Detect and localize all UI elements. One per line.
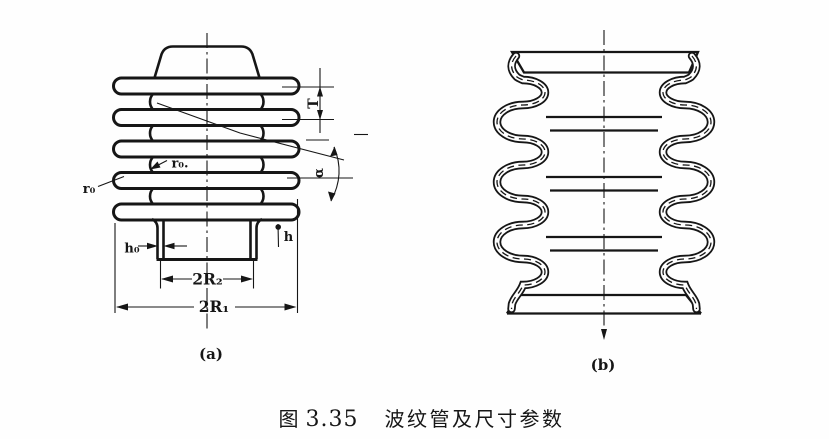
dim-alpha-assembly: α [156,102,353,202]
panel-b-right-wall-band [658,51,716,314]
figure-caption-prefix: 图 [278,407,299,431]
panel-a-dimension-annotations: T α r₀. r₀ [83,68,368,316]
dim-label-h0: h₀ [124,242,139,257]
figure-caption-number: 3.35 [305,407,359,432]
dim-R2-assembly: 2R₂ [159,261,255,289]
panel-b-label: (b) [591,356,616,374]
dim-R1-assembly: 2R₁ [114,199,299,316]
dim-h-assembly: h [275,223,294,248]
dim-label-R1: 2R₁ [199,297,229,316]
dim-h0-assembly: h₀ [124,242,187,257]
dim-label-r0-inner: r₀. [171,157,188,172]
dim-label-h: h [284,230,294,245]
dim-label-r0-outer: r₀ [83,182,96,197]
panel-a-label: (a) [199,345,223,363]
dim-r0-outer-assembly: r₀ [83,175,125,197]
panel-a-crest-folds [112,76,301,222]
dim-T-assembly: T [282,68,368,141]
panel-a-bottom-collar [151,217,263,261]
panel-a-bellows-section [112,33,301,330]
figure-caption-title: 波纹管及尺寸参数 [384,407,565,431]
panel-b-bellows-pictorial [492,30,716,340]
panel-b-top-flange [509,50,700,74]
panel-b-left-wall-band [492,51,550,314]
dim-label-T: T [306,98,322,109]
dim-label-R2: 2R₂ [192,270,222,289]
panel-b-centerline [601,30,607,340]
dim-label-alpha: α [312,168,327,178]
dim-r0-inner-assembly: r₀. [150,157,189,172]
